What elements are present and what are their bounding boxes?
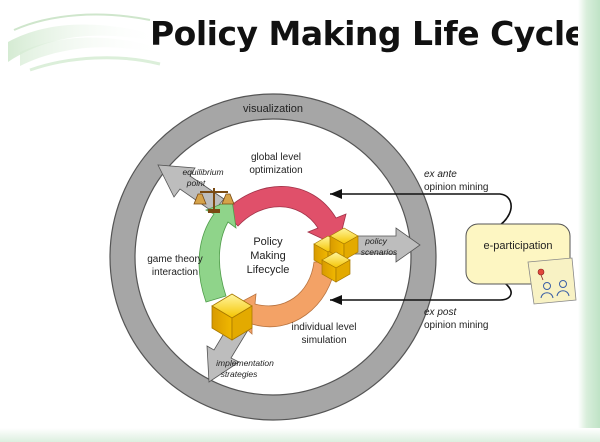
ex-post-label: ex post (424, 307, 457, 318)
decorative-swoosh (8, 13, 165, 72)
implementation-label-1: implementation (216, 358, 274, 368)
visualization-label: visualization (243, 103, 303, 115)
center-label-line-2: Making (250, 250, 285, 262)
page-title: Policy Making Life Cycle (150, 14, 587, 53)
implementation-label-2: strategies (221, 369, 259, 379)
game-theory-label-1: game theory (147, 254, 203, 265)
cube-icon (211, 293, 253, 341)
equilibrium-label-1: equilibrium (182, 167, 223, 177)
balance-scale-icon (193, 188, 235, 213)
game-theory-label-2: interaction (152, 267, 198, 278)
equilibrium-label-2: point (186, 178, 206, 188)
e-participation-label: e-participation (483, 240, 552, 252)
policy-scenarios-label-1: policy (364, 236, 387, 246)
decorative-bottom-bar (0, 428, 600, 442)
ex-post-sublabel: opinion mining (424, 320, 489, 331)
decorative-side-bar (578, 0, 600, 442)
individual-simulation-label-2: simulation (301, 335, 346, 346)
ex-ante-arrowhead (330, 189, 342, 199)
individual-simulation-label-1: individual level (291, 322, 356, 333)
cube-cluster-icon (313, 227, 359, 283)
global-optimization-label-1: global level (251, 152, 301, 163)
policy-scenarios-label-2: scenarios (361, 247, 398, 257)
ex-ante-sublabel: opinion mining (424, 182, 489, 193)
ex-ante-label: ex ante (424, 169, 457, 180)
ex-post-arrowhead (330, 295, 342, 305)
center-label-line-3: Lifecycle (247, 264, 290, 276)
policy-scenarios-arrow (349, 227, 421, 263)
sticky-note-icon (527, 257, 577, 305)
center-label-line-1: Policy (253, 236, 283, 248)
equilibrium-arrow (157, 164, 225, 213)
global-optimization-label-2: optimization (249, 165, 302, 176)
